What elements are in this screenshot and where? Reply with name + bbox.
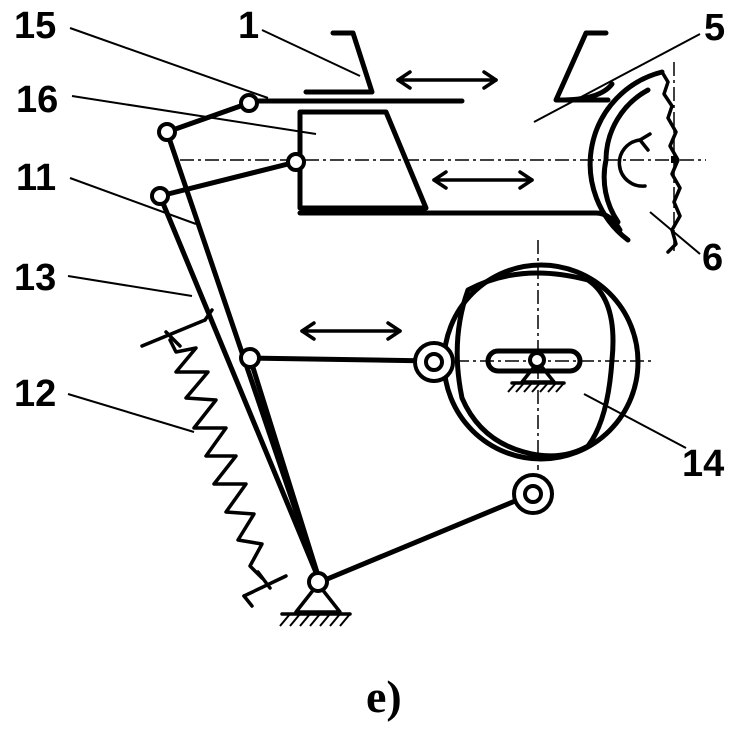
lever-13	[157, 193, 323, 585]
leader-1	[261, 29, 361, 77]
label-15: 15	[14, 5, 56, 47]
joint-link15	[239, 93, 259, 113]
leader-13	[67, 275, 193, 297]
spring-top-seat	[140, 318, 207, 348]
cam-pivot-joint	[528, 351, 546, 369]
label-13: 13	[14, 257, 56, 299]
joint-lever13-top	[150, 186, 170, 206]
lower-roller	[512, 473, 554, 515]
lever-lower-segment	[247, 355, 323, 585]
figure-caption: e)	[366, 671, 402, 722]
upper-roller	[413, 341, 455, 383]
leader-11	[69, 177, 197, 225]
label-11: 11	[16, 157, 56, 199]
label-1: 1	[238, 5, 259, 47]
joint-base	[307, 571, 329, 593]
cam-slot	[485, 348, 583, 374]
link-16-piston	[157, 159, 299, 199]
joint-piston	[286, 152, 306, 172]
cam-pivot-support	[507, 360, 566, 393]
rotation-arrow-icon	[617, 132, 652, 188]
drum-arc-6	[587, 69, 665, 243]
spring-bottom-seat	[242, 574, 288, 598]
spring-12	[168, 338, 264, 580]
leader-6	[649, 211, 701, 255]
lower-arm	[317, 491, 535, 585]
base-pivot-support	[279, 582, 352, 627]
leader-14	[583, 393, 687, 449]
double-arrow-top	[396, 70, 498, 90]
double-arrow-middle	[432, 170, 534, 190]
double-arrow-lower	[300, 321, 402, 341]
leader-12	[67, 393, 195, 433]
hopper-wall-right	[553, 30, 611, 103]
leader-15	[69, 27, 269, 99]
chamber-curve-5	[557, 81, 615, 103]
label-6: 6	[702, 237, 723, 279]
joint-lever11-top	[157, 122, 177, 142]
label-16: 16	[16, 79, 58, 121]
drum-inner-arc	[601, 87, 651, 225]
piston-block-16	[297, 109, 429, 211]
leader-16	[71, 95, 317, 135]
joint-connecting-rod	[239, 347, 261, 369]
connecting-rod	[247, 355, 437, 364]
label-12: 12	[14, 373, 56, 415]
label-5: 5	[704, 7, 725, 49]
label-14: 14	[682, 443, 724, 485]
leader-5	[533, 33, 701, 123]
hopper-wall-1	[303, 30, 375, 95]
cam-profile-14	[454, 270, 616, 459]
